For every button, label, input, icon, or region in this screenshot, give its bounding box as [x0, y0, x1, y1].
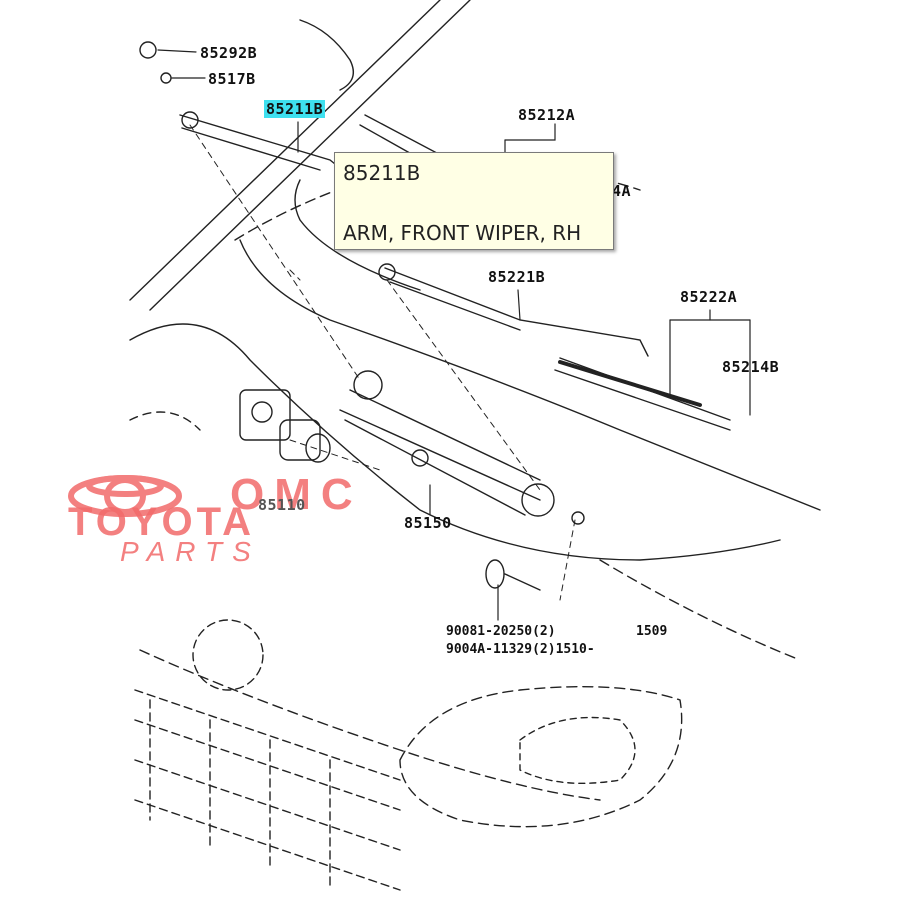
part-label-85222a[interactable]: 85222A: [680, 288, 738, 306]
fender-line: [599, 559, 801, 661]
wiper-motor: [239, 389, 331, 463]
cap-part: [139, 41, 157, 59]
part-label-85214a[interactable]: 4A: [612, 182, 632, 200]
part-label-bolt-90081[interactable]: 90081-20250(2): [446, 624, 556, 639]
part-label-85214b[interactable]: 85214B: [722, 358, 780, 376]
windshield-edge: [129, 0, 441, 301]
windshield-edge: [149, 0, 471, 311]
part-label-85211b[interactable]: 85211B: [264, 100, 326, 118]
fender-line: [139, 649, 601, 801]
hood-outline: [129, 411, 201, 431]
headlight-outline: [519, 716, 636, 785]
leader-lines: [157, 49, 751, 621]
part-label-85221b[interactable]: 85221B: [488, 268, 546, 286]
hood-outline: [129, 323, 781, 561]
toyota-logo-icon: [68, 475, 182, 517]
part-label-bolt-90081-note: 1509: [636, 624, 668, 639]
assembly-guides: [189, 124, 576, 601]
part-label-85110[interactable]: 85110: [258, 496, 306, 514]
omc-toyota-watermark: OMC TOYOTA PARTS: [60, 470, 380, 570]
part-label-85212a[interactable]: 85212A: [518, 106, 576, 124]
part-label-85150[interactable]: 85150: [404, 514, 452, 532]
tooltip-part-code: 85211B: [343, 161, 421, 185]
emblem-circle: [192, 619, 264, 691]
part-label-8517b[interactable]: 8517B: [208, 70, 256, 88]
bolt: [485, 559, 541, 591]
wiper-blade-lh: [554, 357, 731, 431]
part-label-85292b[interactable]: 85292B: [200, 44, 258, 62]
watermark-toyota: TOYOTA: [68, 500, 255, 544]
part-tooltip: 85211B ARM, FRONT WIPER, RH: [334, 152, 614, 250]
watermark-parts: PARTS: [120, 536, 261, 567]
wiper-link: [339, 370, 585, 525]
grille: [134, 689, 401, 891]
part-label-bolt-9004a[interactable]: 9004A-11329(2)1510-: [446, 642, 595, 657]
nut-part: [160, 72, 172, 84]
headlight-outline: [399, 685, 683, 828]
watermark-omc: OMC: [230, 470, 363, 519]
hood-outline: [239, 239, 821, 511]
windshield-pillar: [299, 19, 354, 91]
tooltip-part-description: ARM, FRONT WIPER, RH: [343, 221, 582, 245]
